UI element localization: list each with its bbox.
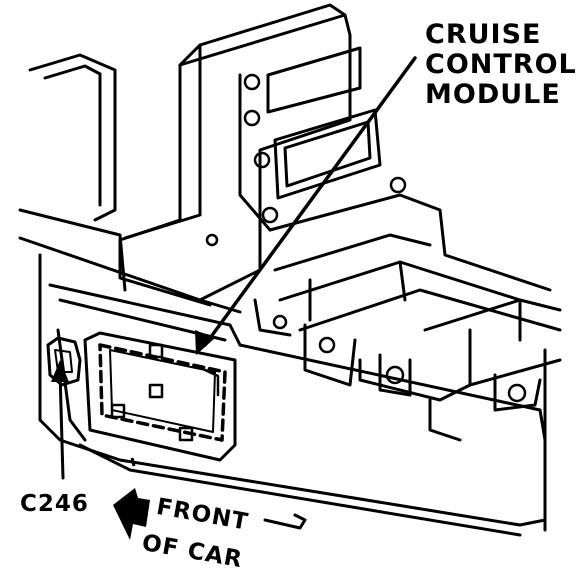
module-label-line1: CRUISE [425,19,542,50]
leader-lines [58,56,417,480]
module-label-line3: MODULE [425,79,561,110]
support-tower [118,3,382,307]
module-label-line2: CONTROL [425,49,576,80]
crossmember-bolts [272,314,527,403]
cruise-control-module [83,331,237,462]
connector-label: C246 [20,491,89,517]
module-leader-arrowhead [195,330,215,355]
arrowheads [51,330,215,382]
c246-leader-arrowhead [51,360,69,382]
front-arrow-icon [113,488,150,540]
front-of-car-label: FRONT OF CAR [140,488,252,579]
cruise-control-module-label: CRUISE CONTROL MODULE [425,20,576,110]
tower-bolts [205,73,407,247]
c246-connector [46,336,82,387]
tick-mark [130,457,136,467]
right-crossmember [253,193,562,532]
